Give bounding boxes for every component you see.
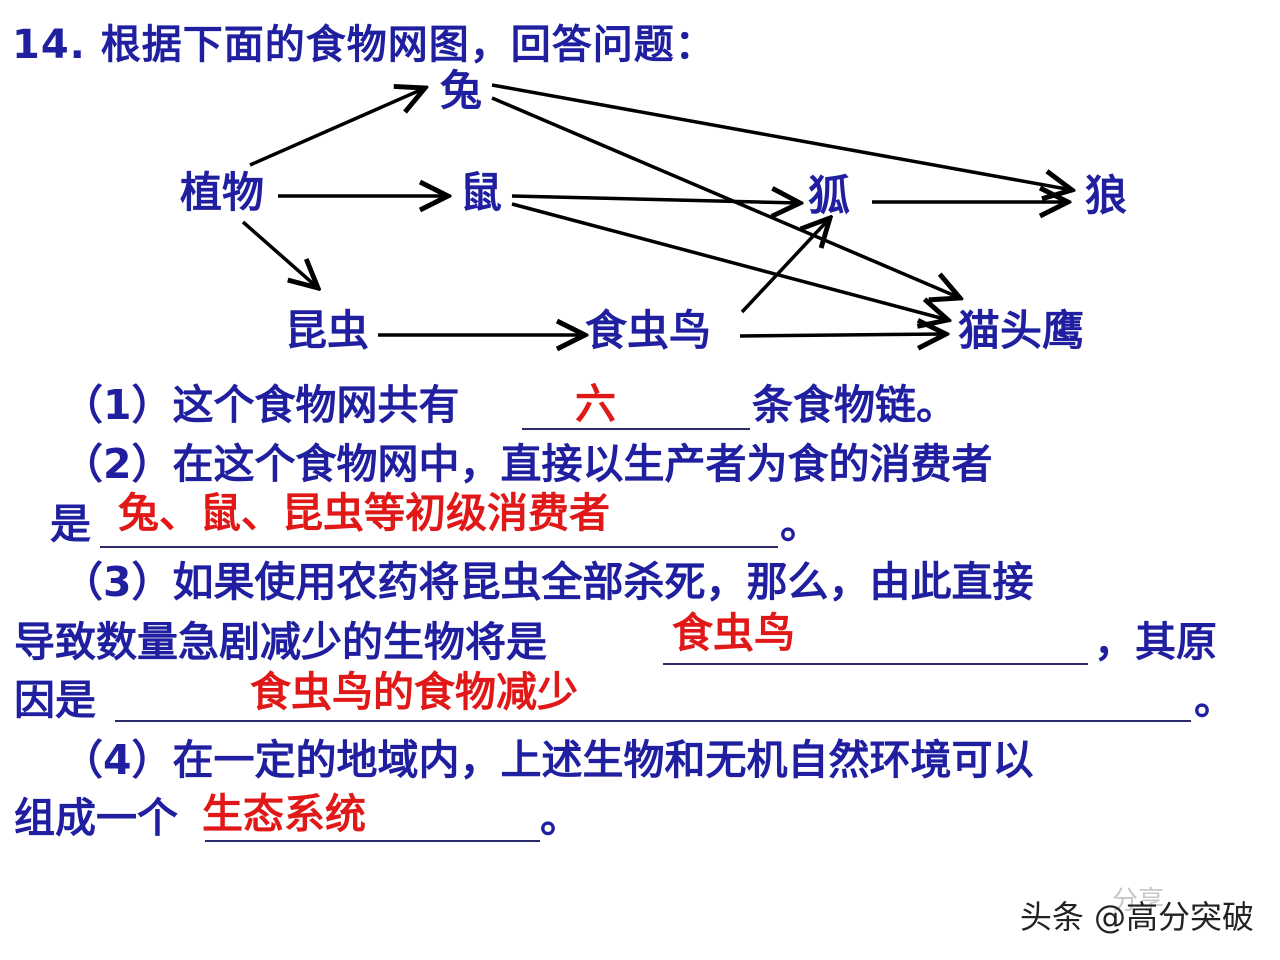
- q3-blank-1: [663, 663, 1088, 665]
- q3-line2-prefix: 导致数量急剧减少的生物将是: [14, 618, 547, 666]
- q2-line1: （2）在这个食物网中，直接以生产者为食的消费者: [62, 440, 993, 488]
- q1-prefix: （1）这个食物网共有: [62, 381, 460, 429]
- node-insectivorous-bird: 食虫鸟: [585, 306, 712, 355]
- arrow-plant-rabbit: [249, 88, 425, 167]
- question-title: 14. 根据下面的食物网图，回答问题：: [12, 22, 716, 68]
- q4-prefix: 组成一个: [14, 794, 178, 842]
- arrow-rabbit-owl: [491, 96, 960, 298]
- q1-answer: 六: [575, 380, 616, 428]
- q3-blank-2: [115, 720, 1191, 722]
- q4-suffix: 。: [540, 794, 581, 842]
- q3-line2-suffix: ，其原: [1094, 618, 1217, 666]
- q1-blank: [522, 428, 750, 430]
- q1-suffix: 条食物链。: [752, 381, 957, 429]
- q3-line3-suffix: 。: [1194, 676, 1235, 724]
- source-watermark: 头条 @高分突破: [1019, 898, 1254, 936]
- q4-line1: （4）在一定的地域内，上述生物和无机自然环境可以: [62, 736, 1034, 784]
- q3-answer-1: 食虫鸟: [672, 609, 795, 657]
- node-wolf: 狼: [1085, 171, 1128, 220]
- q2-prefix: 是: [50, 500, 91, 548]
- node-fox: 狐: [808, 171, 851, 220]
- node-mouse: 鼠: [460, 168, 503, 217]
- q2-suffix: 。: [780, 500, 821, 548]
- arrow-bird-owl: [739, 334, 946, 336]
- q2-blank: [100, 546, 778, 548]
- q4-answer: 生态系统: [202, 790, 366, 838]
- node-plant: 植物: [180, 168, 265, 217]
- arrow-plant-insect: [241, 220, 318, 288]
- q3-line1: （3）如果使用农药将昆虫全部杀死，那么，由此直接: [62, 558, 1034, 606]
- faint-watermark: 分享: [1112, 886, 1165, 916]
- arrow-bird-fox: [740, 218, 830, 314]
- node-owl: 猫头鹰: [958, 306, 1085, 355]
- node-rabbit: 兔: [440, 66, 483, 115]
- arrow-mouse-fox: [511, 196, 800, 203]
- arrow-rabbit-wolf: [491, 83, 1072, 190]
- node-insect: 昆虫: [285, 306, 370, 355]
- q4-blank: [205, 840, 540, 842]
- q2-answer: 兔、鼠、昆虫等初级消费者: [118, 489, 610, 537]
- arrow-mouse-owl: [511, 202, 948, 320]
- q3-line3-prefix: 因是: [14, 676, 96, 724]
- q3-answer-2: 食虫鸟的食物减少: [250, 668, 578, 716]
